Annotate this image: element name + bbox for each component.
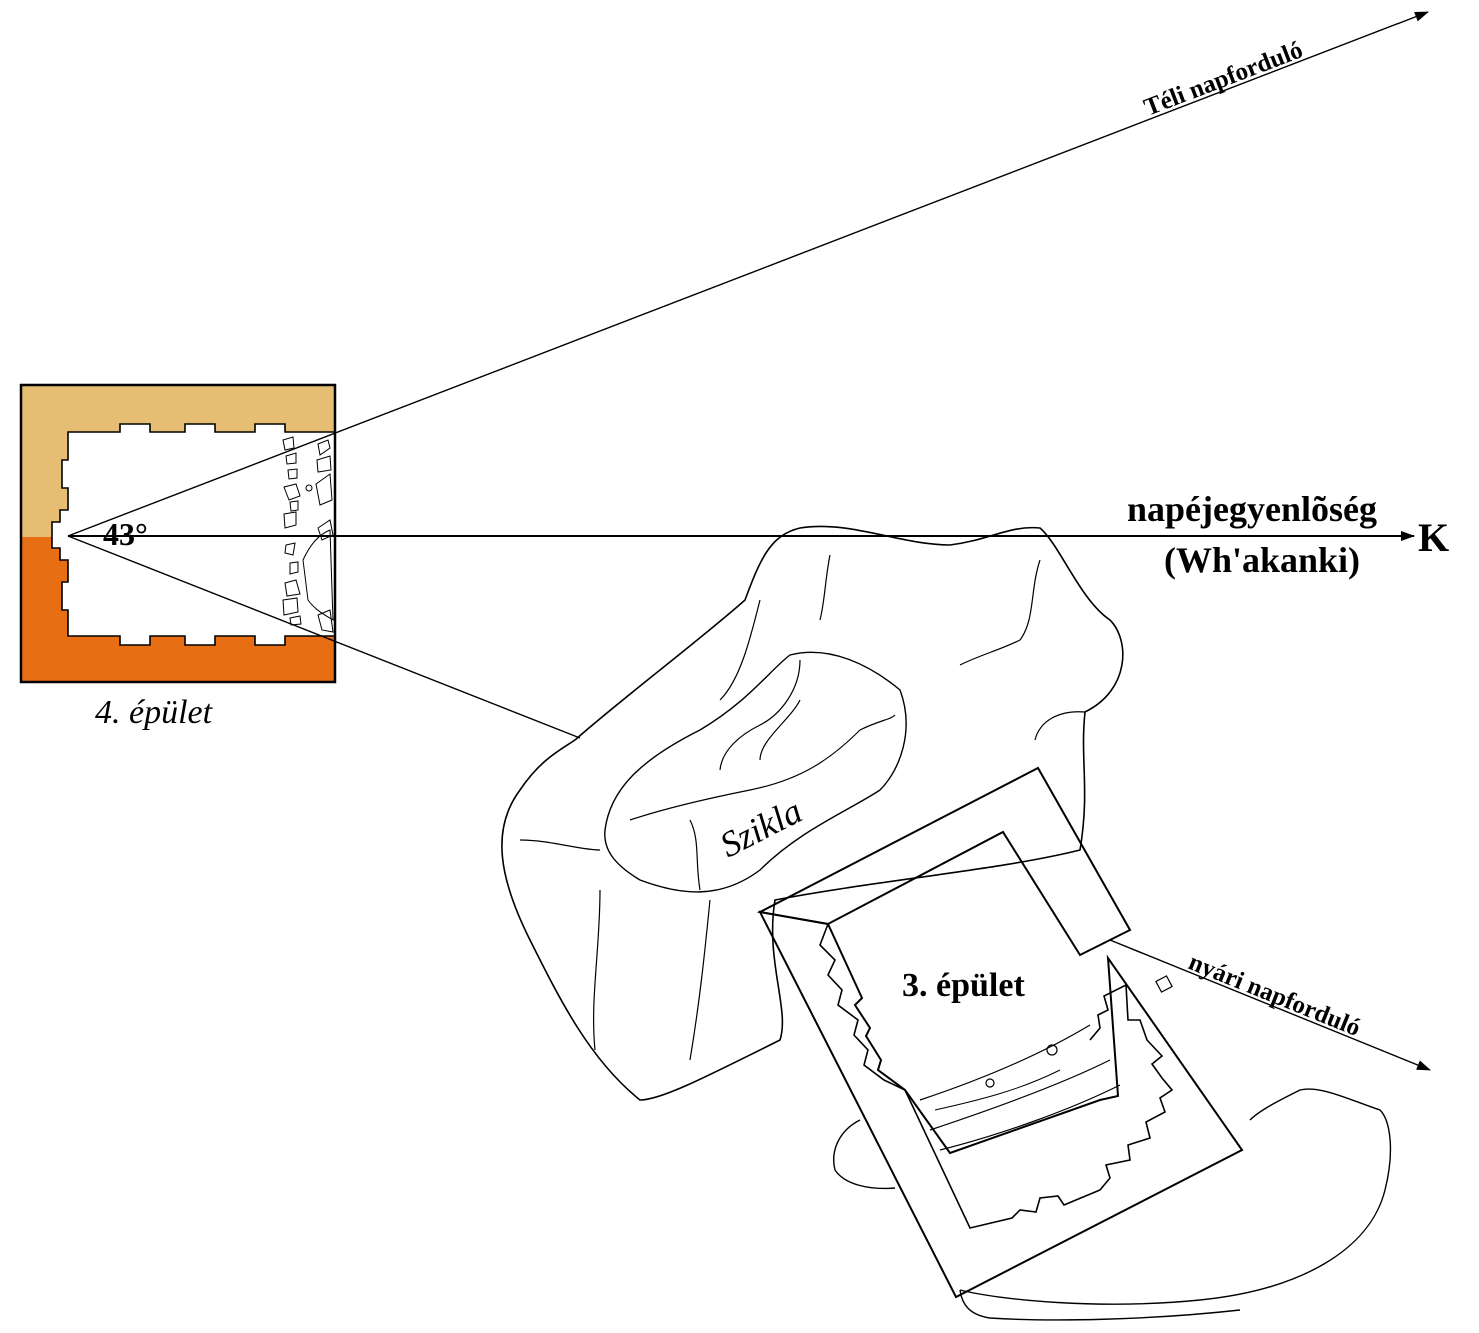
winter-solstice-ray [67,11,1429,537]
building-4-plan [19,383,337,684]
building-3-label: 3. épület [902,967,1025,1004]
equinox-sublabel: (Wh'akanki) [1164,540,1360,580]
rock-label: Szikla [713,790,808,865]
east-label: K [1418,515,1449,560]
sight-lines [67,11,1431,1071]
equinox-label: napéjegyenlõség [1127,489,1377,529]
building-4-label: 4. épület [95,694,214,731]
summer-solstice-label: nyári napforduló [1185,949,1364,1042]
summer-solstice-ray-end [1109,939,1431,1071]
rock-outline [501,525,1392,1321]
summer-solstice-ray [67,535,581,739]
building-3-plan [756,766,1244,1299]
winter-solstice-label: Téli napforduló [1140,36,1306,121]
angle-label: 43° [103,516,148,552]
